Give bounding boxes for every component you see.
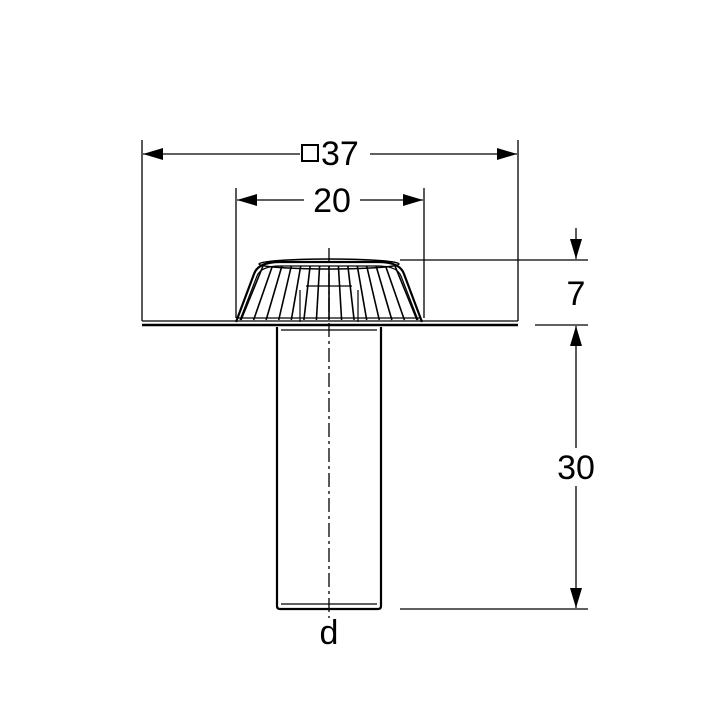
square-symbol — [301, 144, 319, 162]
flange-width-value: 37 — [321, 135, 359, 173]
dim-grate-height: 7 — [400, 228, 588, 326]
grate-rib — [337, 265, 343, 321]
grate-rib — [252, 265, 274, 321]
grate-diameter-value: 20 — [313, 182, 351, 220]
grate-rib — [394, 265, 418, 321]
grate-rib — [265, 265, 283, 321]
grate-height-value: 7 — [567, 275, 586, 313]
dim-pipe-length: 30 — [400, 326, 595, 610]
grate-rib — [315, 265, 321, 321]
grate-ribs — [240, 265, 418, 321]
grate-rib — [290, 265, 302, 321]
flange — [142, 320, 518, 327]
grate-rib — [240, 265, 264, 321]
pipe-length-value: 30 — [557, 449, 595, 487]
dim-flange-width: 37 □ — [141, 135, 519, 321]
grate-rib — [384, 265, 406, 321]
grate-rib — [347, 265, 355, 321]
grate-rib — [375, 265, 393, 321]
grate-rib — [277, 265, 293, 321]
grate-rib — [356, 265, 368, 321]
dim-grate-diameter: 20 — [235, 182, 425, 318]
pipe-diameter-label: d — [320, 614, 339, 652]
grate-rib — [365, 265, 381, 321]
grate-rib — [303, 265, 311, 321]
